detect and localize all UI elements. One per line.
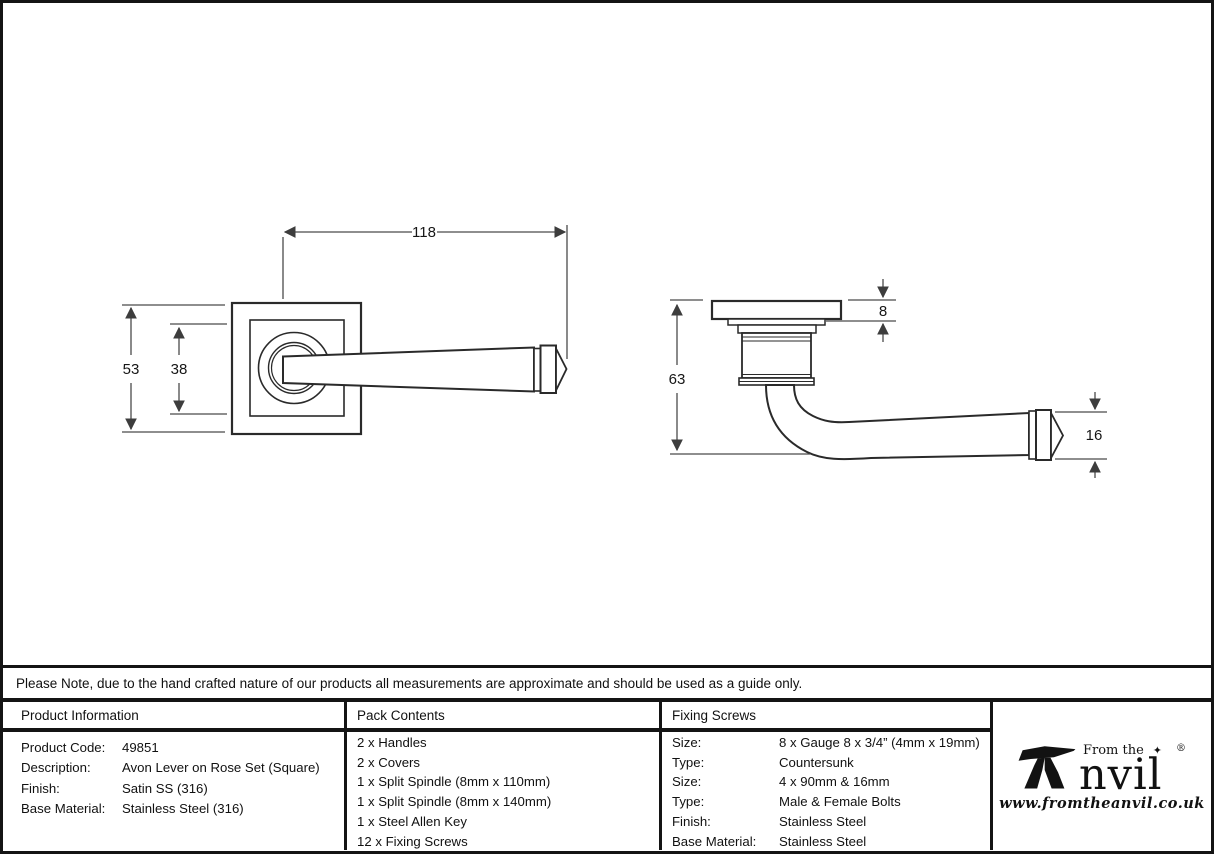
side-view	[710, 299, 1065, 461]
table-row: Product Code: 49851	[21, 738, 340, 758]
list-item: 1 x Steel Allen Key	[357, 813, 467, 829]
row-value: 8 x Gauge 8 x 3/4” (4mm x 19mm)	[779, 735, 980, 750]
info-tables: Product Information Product Code: 49851 …	[3, 702, 1211, 850]
rose-step	[727, 318, 826, 326]
row-value: 49851	[122, 740, 159, 755]
dim-label-length: 118	[412, 224, 436, 241]
anvil-icon	[1018, 745, 1076, 789]
list-item: 1 x Split Spindle (8mm x 110mm)	[357, 774, 551, 790]
brand-logo-box: From the ✦ ® nvil www.fromtheanvil.co.uk	[993, 702, 1211, 850]
row-value: Countersunk	[779, 754, 854, 770]
row-label: Size:	[672, 735, 702, 750]
row-label: Product Code:	[21, 740, 106, 755]
dim-label-rose-thickness: 8	[879, 303, 887, 320]
dim-label-projection: 63	[669, 371, 686, 388]
table-row: Base Material: Stainless Steel	[672, 832, 986, 850]
row-value: 4 x 90mm & 16mm	[779, 774, 890, 790]
star-icon: ✦	[1152, 743, 1162, 757]
pack-contents-header: Pack Contents	[347, 702, 659, 732]
brand-website: www.fromtheanvil.co.uk	[999, 794, 1205, 812]
fixing-screws-body: Size: 8 x Gauge 8 x 3/4” (4mm x 19mm) Ty…	[662, 732, 990, 850]
side-view-dimensions	[670, 279, 1107, 478]
info-section: Please Note, due to the hand crafted nat…	[3, 665, 1211, 851]
rose-cylinder	[741, 332, 812, 379]
product-information-header: Product Information	[3, 702, 344, 732]
dim-label-inner-rose-height: 38	[171, 361, 188, 378]
row-label: Base Material:	[21, 801, 106, 817]
table-row: Size: 4 x 90mm & 16mm	[672, 772, 986, 792]
note-text: Please Note, due to the hand crafted nat…	[16, 675, 803, 691]
table-row: Finish: Satin SS (316)	[21, 779, 340, 799]
row-label: Size:	[672, 774, 702, 790]
lever-end-point	[555, 348, 568, 391]
list-item: 1 x Split Spindle (8mm x 140mm)	[357, 794, 552, 810]
front-view	[230, 301, 568, 436]
product-information-table: Product Information Product Code: 49851 …	[3, 702, 347, 850]
row-label: Base Material:	[672, 833, 757, 849]
rose-collar-top	[737, 324, 817, 334]
dim-label-lever-thickness: 16	[1086, 427, 1103, 444]
row-value: Avon Lever on Rose Set (Square)	[122, 760, 320, 776]
table-row: Type: Male & Female Bolts	[672, 792, 986, 812]
from-the-row: From the ✦ ®	[1079, 742, 1186, 758]
lever-end-cap-side	[1035, 409, 1052, 461]
table-row: Description: Avon Lever on Rose Set (Squ…	[21, 758, 340, 778]
rose-plate-side	[710, 299, 843, 321]
brand-logo: From the ✦ ® nvil www.fromtheanvil.co.uk	[999, 741, 1205, 812]
table-row: Type: Countersunk	[672, 753, 986, 773]
measurement-note: Please Note, due to the hand crafted nat…	[3, 668, 1211, 702]
row-value: Satin SS (316)	[122, 780, 208, 796]
fixing-screws-table: Fixing Screws Size: 8 x Gauge 8 x 3/4” (…	[662, 702, 993, 850]
from-the-text: From the	[1082, 742, 1144, 758]
table-row: Size: 8 x Gauge 8 x 3/4” (4mm x 19mm)	[672, 733, 986, 753]
registered-mark: ®	[1176, 742, 1186, 754]
row-label: Finish:	[672, 813, 711, 829]
lever-end-point-side	[1050, 412, 1065, 459]
list-item: 2 x Handles	[357, 735, 427, 750]
table-row: Finish: Stainless Steel	[672, 812, 986, 832]
row-label: Type:	[672, 754, 705, 770]
list-item: 12 x Fixing Screws	[357, 833, 468, 849]
row-value: Stainless Steel	[779, 813, 867, 829]
lever-arm-side	[764, 384, 1030, 461]
technical-drawing: 118 53 38	[3, 3, 1211, 665]
pack-contents-body: 2 x Handles 2 x Covers 1 x Split Spindle…	[347, 732, 659, 850]
lever-end-cap	[539, 344, 557, 394]
row-value: Stainless Steel (316)	[122, 801, 244, 817]
front-view-dimensions	[122, 225, 568, 433]
row-label: Finish:	[21, 780, 60, 796]
list-item: 2 x Covers	[357, 754, 421, 770]
product-information-body: Product Code: 49851 Description: Avon Le…	[3, 732, 344, 850]
wordmark-text: From the ✦ ® nvil	[1078, 742, 1186, 800]
table-row: Base Material: Stainless Steel (316)	[21, 799, 340, 819]
fixing-screws-header: Fixing Screws	[662, 702, 990, 732]
row-value: Male & Female Bolts	[779, 794, 901, 810]
brand-wordmark: From the ✦ ® nvil	[1018, 742, 1186, 800]
dim-label-rose-height: 53	[123, 361, 140, 378]
row-label: Type:	[672, 794, 705, 810]
brand-name-rest: nvil	[1078, 749, 1163, 800]
lever-collar-side	[1028, 410, 1037, 460]
row-value: Stainless Steel	[779, 833, 867, 849]
row-label: Description:	[21, 760, 91, 776]
pack-contents-table: Pack Contents 2 x Handles 2 x Covers 1 x…	[347, 702, 662, 850]
